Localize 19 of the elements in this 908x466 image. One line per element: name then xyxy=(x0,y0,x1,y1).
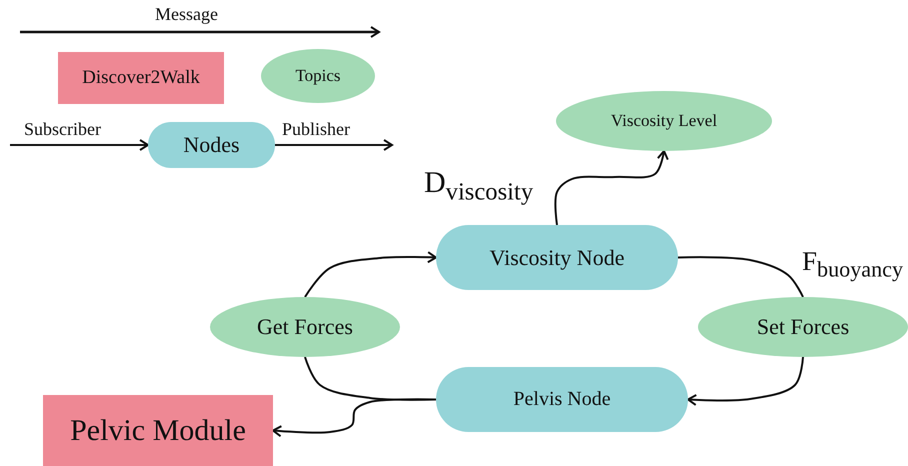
arrow xyxy=(10,139,149,151)
node-pill xyxy=(148,122,275,168)
node-label: Set Forces xyxy=(756,314,850,340)
node-label: Discover2Walk xyxy=(82,67,200,89)
node-label: Viscosity Node xyxy=(490,244,624,270)
module-box xyxy=(43,395,273,466)
arrow xyxy=(687,356,804,406)
node-label: Topics xyxy=(295,66,341,86)
node-label: Get Forces xyxy=(257,314,353,340)
arrow xyxy=(272,398,436,438)
node-label: Viscosity Level xyxy=(610,111,718,131)
node-label: Pelvic Module xyxy=(70,414,246,448)
arrow xyxy=(275,139,393,151)
module-box xyxy=(58,52,224,104)
node-label: Pelvis Node xyxy=(513,388,611,411)
node-label: Nodes xyxy=(183,132,240,158)
arrow xyxy=(304,251,437,298)
legend-label: Message xyxy=(155,4,218,25)
arrow xyxy=(554,150,669,226)
